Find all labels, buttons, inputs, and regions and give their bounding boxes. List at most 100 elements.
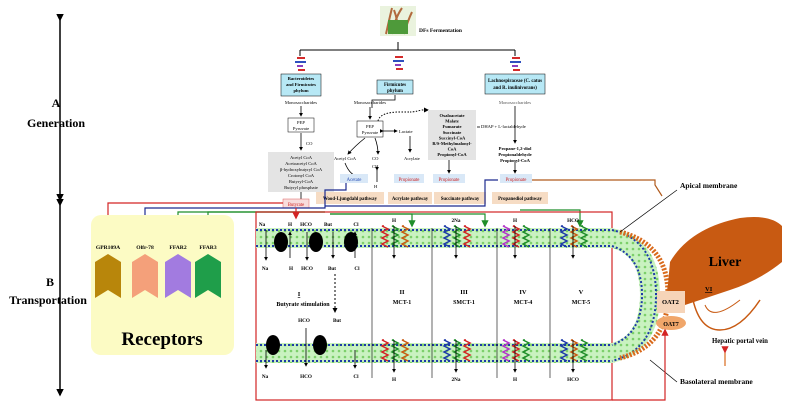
lachnospiraceae-label-2: and R. inulinivorans): [493, 86, 537, 91]
firmicutes-label-2: phylum: [387, 89, 403, 94]
stim-ion-mid-4: Cl: [354, 266, 360, 272]
propanediol-intermediate-0: Propane-1,2-diol: [499, 146, 532, 151]
pep-box-left: [287, 117, 315, 133]
liver-shape: [667, 217, 782, 306]
basolateral-membrane-label: Basolateral membrane: [680, 377, 753, 386]
transporter-bottom-ion-3: HCO: [567, 377, 579, 383]
acrylate-pathway-box: [388, 192, 432, 204]
apical-membrane-label: Apical membrane: [680, 181, 738, 190]
transporter-protein-3-0-0: [559, 225, 569, 248]
co2-mid: CO: [372, 156, 379, 161]
fermentation-plant-icon: [380, 6, 416, 36]
transporter-protein-1-1-2: [462, 339, 472, 362]
receptor-shape-0: [95, 254, 121, 298]
stim-ion-mid-3: But: [328, 266, 336, 272]
stim-number: I: [298, 291, 301, 298]
stim-ion-top-4: Cl: [353, 222, 359, 228]
membrane-curve: [612, 228, 660, 363]
section-a: A Generation: [27, 14, 85, 202]
succinate-pathway-box: [434, 192, 486, 204]
transporter-protein-2-0-2: [521, 225, 531, 248]
acetylcoa-mid: Acetyl CoA: [334, 156, 357, 161]
transporter-protein-1-0-2: [462, 225, 472, 248]
succinate-intermediates: OxaloacetateMalateFumarateSuccinateSucci…: [432, 113, 472, 157]
bacteroidetes-label-2: and Firmicutes: [286, 82, 316, 87]
bacteroidetes-label: Bacteroidetes: [288, 76, 315, 81]
propanediol-intermediate-1: Propionaldehyde: [498, 152, 531, 157]
transporter-protein-0-1-2: [400, 339, 410, 362]
succinate-intermediate-2: Fumarate: [443, 124, 462, 129]
receptors-title: Receptors: [121, 329, 202, 350]
receptor-label-1: Olfr-78: [136, 245, 154, 251]
stim-label: Butyrate stimulation: [276, 302, 330, 308]
section-b: B Transportation: [9, 199, 87, 397]
oat2-box: [657, 291, 685, 313]
co2-left: CO: [306, 141, 313, 146]
succinate-intermediate-3: Succinate: [443, 130, 462, 135]
stim-ion-top-1: H: [288, 222, 292, 228]
transporter-top-ion-0: H: [392, 218, 396, 224]
liver-region-number: VI: [705, 286, 713, 293]
propanediol-intermediates: Propane-1,2-diolPropionaldehydePropionyl…: [498, 146, 532, 163]
receptor-shape-1: [132, 254, 158, 298]
transporter-name-0: MCT-1: [393, 300, 411, 306]
transporter-name-2: MCT-4: [514, 300, 532, 306]
bacteroidetes-label-3: phylum: [293, 88, 308, 93]
propanediol-intermediate-2: Propionyl-CoA: [500, 158, 530, 163]
bacteria-icon-2: [393, 56, 404, 70]
propionate-label-2: Propionate: [439, 178, 460, 183]
wood-ljungdahl-label: Wood-Ljungdahl pathway: [323, 197, 378, 202]
succinate-intermediate-5: R/S-Methylmalonyl-: [432, 141, 472, 146]
receptors-panel: [91, 215, 234, 355]
stim-ion-bottom-0: Na: [262, 374, 269, 380]
epithelium-outline: [255, 211, 613, 401]
transporter-columns: HIIMCT-1H2NaIIISMCT-12NaHIVMCT-4HHCOVMCT…: [380, 218, 590, 383]
pep-left: PEP: [297, 120, 305, 125]
firmicutes-box: [376, 79, 414, 95]
butyrate-label: Butyrate: [288, 203, 305, 208]
transporter-top-ion-2: H: [513, 218, 517, 224]
propionate-label-3: Propionate: [506, 178, 527, 183]
ch3: CH: [372, 164, 379, 169]
receptor-shape-3: [195, 254, 221, 298]
butyrate-intermediate-0: Acetyl CoA: [290, 155, 313, 160]
stim-ion-lower-1: But: [333, 318, 341, 324]
transporter-number-3: V: [579, 289, 584, 296]
butyrate-intermediate-2: β-hydroxybutyryl CoA: [280, 167, 323, 172]
propanediol-pathway-label: Propanediol pathway: [498, 197, 542, 202]
lachnospiraceae-label: Lachnospiraceae (C. catus: [488, 79, 542, 84]
transporter-bottom-ion-0: H: [392, 377, 396, 383]
exchanger-0: [274, 232, 288, 252]
lachnospiraceae-box: [484, 73, 546, 95]
butyrate-intermediate-4: Butyryl-CoA: [289, 179, 314, 184]
transporter-bottom-ion-2: H: [513, 377, 517, 383]
section-a-letter: A: [52, 96, 61, 110]
receptor-shape-2: [165, 254, 191, 298]
portal-vein-label: Hepatic portal vein: [712, 338, 768, 345]
bacteria-icon-1: [295, 57, 306, 71]
transporter-top-ion-3: HCO: [567, 218, 579, 224]
propionate-box-1: [394, 174, 424, 183]
succinate-intermediate-0: Oxaloacetate: [440, 113, 465, 118]
transporter-number-0: II: [399, 289, 405, 296]
lactate: Lactate: [399, 129, 413, 134]
exchanger-2: [344, 232, 358, 252]
transporter-protein-2-1-2: [521, 339, 531, 362]
transporter-protein-3-1-2: [579, 339, 589, 362]
stim-ion-top-3: But: [324, 222, 332, 228]
transporter-protein-0-1-0: [380, 339, 390, 362]
receptor-label-2: FFAR2: [169, 245, 186, 251]
stim-ion-mid-1: H: [289, 266, 293, 272]
wood-ljungdahl-box: [316, 192, 384, 204]
dhap: DHAP + L-lactaldehyde: [481, 124, 526, 129]
stim-ion-mid-2: HCO: [301, 266, 313, 272]
propionate-box-2: [433, 174, 465, 183]
section-b-letter: B: [46, 275, 54, 289]
oat7-ellipse: [656, 316, 686, 330]
firmicutes-label: Firmicutes: [384, 83, 406, 88]
transporter-protein-0-0-2: [400, 225, 410, 248]
bacteroidetes-box: [280, 73, 322, 97]
butyrate-list-box: [268, 152, 334, 192]
